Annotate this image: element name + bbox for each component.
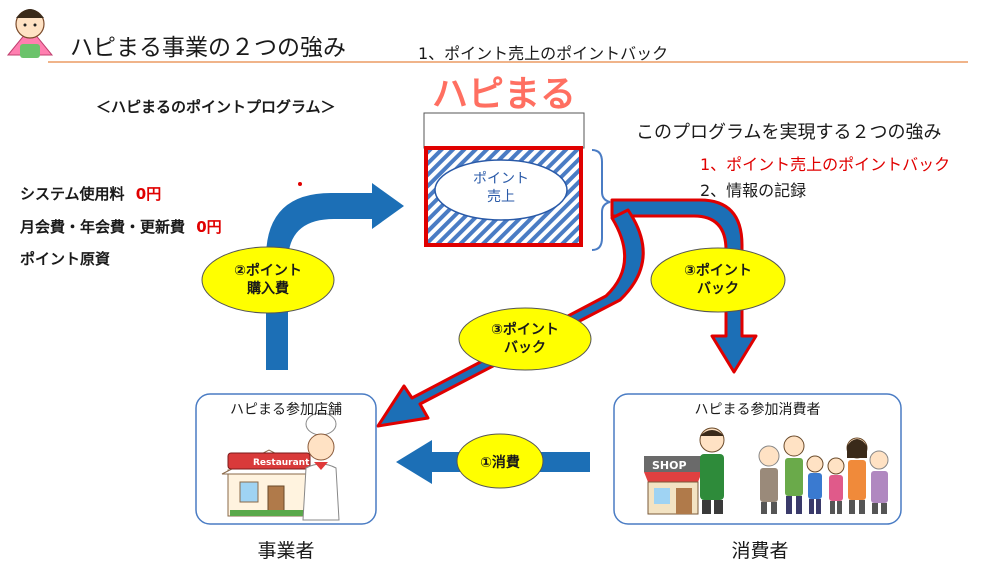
point-back-left-arrow: [376, 208, 645, 428]
program-heading: ＜ハピまるのポイントプログラム＞: [96, 98, 336, 116]
consumption-bubble: [456, 433, 544, 489]
shop-sign: SHOP: [652, 459, 687, 472]
mascot-icon: [6, 9, 54, 58]
strength-item-1: 1、ポイント売上のポイントバック: [700, 155, 951, 174]
consumer-box-label: ハピまる参加消費者: [694, 402, 821, 418]
logo-text: ハピまる: [432, 74, 576, 115]
restaurant-sign: Restaurant: [253, 458, 310, 468]
consumer-caption: 消費者: [731, 540, 789, 562]
fee-monthly-label: 月会費・年会費・更新費: [20, 218, 186, 236]
point-sales-ellipse: [434, 159, 568, 221]
point-back-left-bubble: [458, 307, 592, 371]
point-back-left-line2: バック: [504, 340, 546, 356]
fee-monthly: 月会費・年会費・更新費 0円: [20, 216, 222, 237]
chef-icon: [302, 412, 340, 521]
strength-item-2: 2、情報の記録: [700, 181, 807, 200]
point-sales-line1: ポイント: [473, 171, 529, 187]
purchase-bubble-line2: 購入費: [247, 281, 289, 297]
family-icon: [758, 435, 889, 514]
bracket-brace: [591, 149, 611, 251]
point-back-left-line1: ③ポイント: [491, 322, 559, 338]
fee-system: システム使用料 0円: [20, 183, 161, 204]
point-sales-line2: 売上: [487, 189, 515, 205]
fee-monthly-value: 0円: [196, 218, 222, 236]
point-back-right-line2: バック: [697, 281, 739, 297]
store-caption: 事業者: [257, 540, 315, 562]
point-back-right-bubble: [650, 247, 786, 313]
shop-icon: [644, 456, 702, 515]
page-subtitle: 1、ポイント売上のポイントバック: [418, 44, 669, 63]
purchase-bubble-text: ②ポイント 購入費: [208, 262, 328, 298]
fee-system-label: システム使用料: [20, 185, 125, 203]
purchase-bubble-line1: ②ポイント: [234, 263, 302, 279]
restaurant-icon: [221, 449, 317, 517]
point-source-label: ポイント原資: [20, 250, 111, 268]
hapimaru-logo: ハピまる: [423, 74, 585, 149]
strengths-heading: このプログラムを実現する２つの強み: [636, 122, 942, 143]
point-back-left-text: ③ポイント バック: [465, 321, 585, 357]
page-title: ハピまる事業の２つの強み: [70, 35, 346, 61]
purchase-bubble: [201, 246, 335, 314]
point-sales-label: ポイント 売上: [451, 170, 551, 206]
store-box-label: ハピまる参加店舗: [230, 402, 342, 418]
shopkeeper-icon: [699, 427, 725, 514]
point-back-right-text: ③ポイント バック: [658, 262, 778, 298]
fee-system-value: 0円: [135, 185, 162, 203]
red-dot: [298, 182, 302, 186]
purchase-arrow: [266, 183, 404, 370]
consumption-bubble-text: ①消費: [480, 455, 520, 471]
point-back-right-line1: ③ポイント: [684, 263, 752, 279]
